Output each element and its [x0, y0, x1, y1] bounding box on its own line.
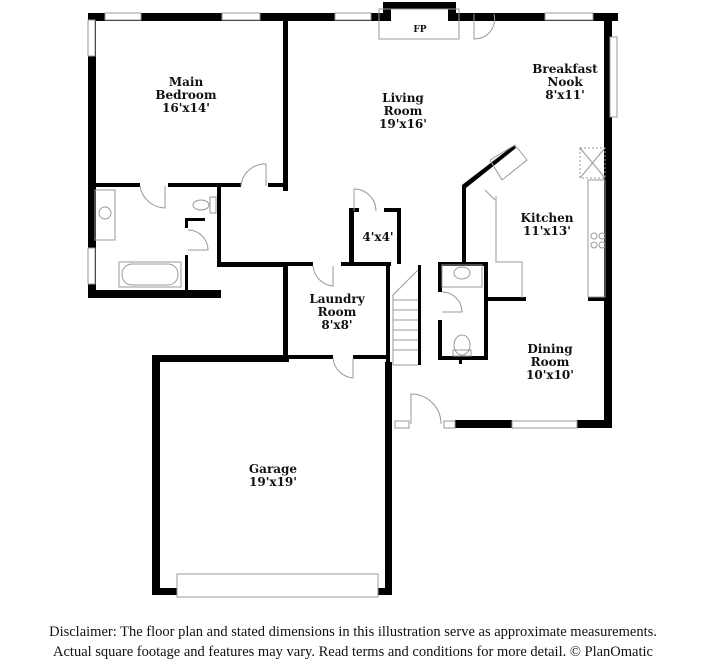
disclaimer-line-2: Actual square footage and features may v… [53, 644, 653, 660]
walls [88, 2, 618, 595]
windows [87, 12, 618, 429]
fixtures [94, 8, 606, 598]
room-label-garage: Garage 19'x19' [248, 462, 298, 489]
disclaimer: Disclaimer: The floor plan and stated di… [0, 622, 706, 662]
room-label-dining-room: Dining Room 10'x10' [526, 342, 574, 382]
room-label-breakfast-nook: Breakfast Nook 8'x11' [532, 62, 598, 102]
room-label-kitchen: Kitchen 11'x13' [520, 211, 574, 238]
disclaimer-line-1: Disclaimer: The floor plan and stated di… [49, 624, 657, 640]
fireplace-label: FP [413, 25, 427, 35]
room-label-closet: 4'x4' [362, 230, 394, 244]
room-label-main-bedroom: Main Bedroom 16'x14' [155, 75, 217, 115]
room-label-laundry-room: Laundry Room 8'x8' [309, 292, 365, 332]
room-label-living-room: Living Room 19'x16' [379, 91, 427, 131]
